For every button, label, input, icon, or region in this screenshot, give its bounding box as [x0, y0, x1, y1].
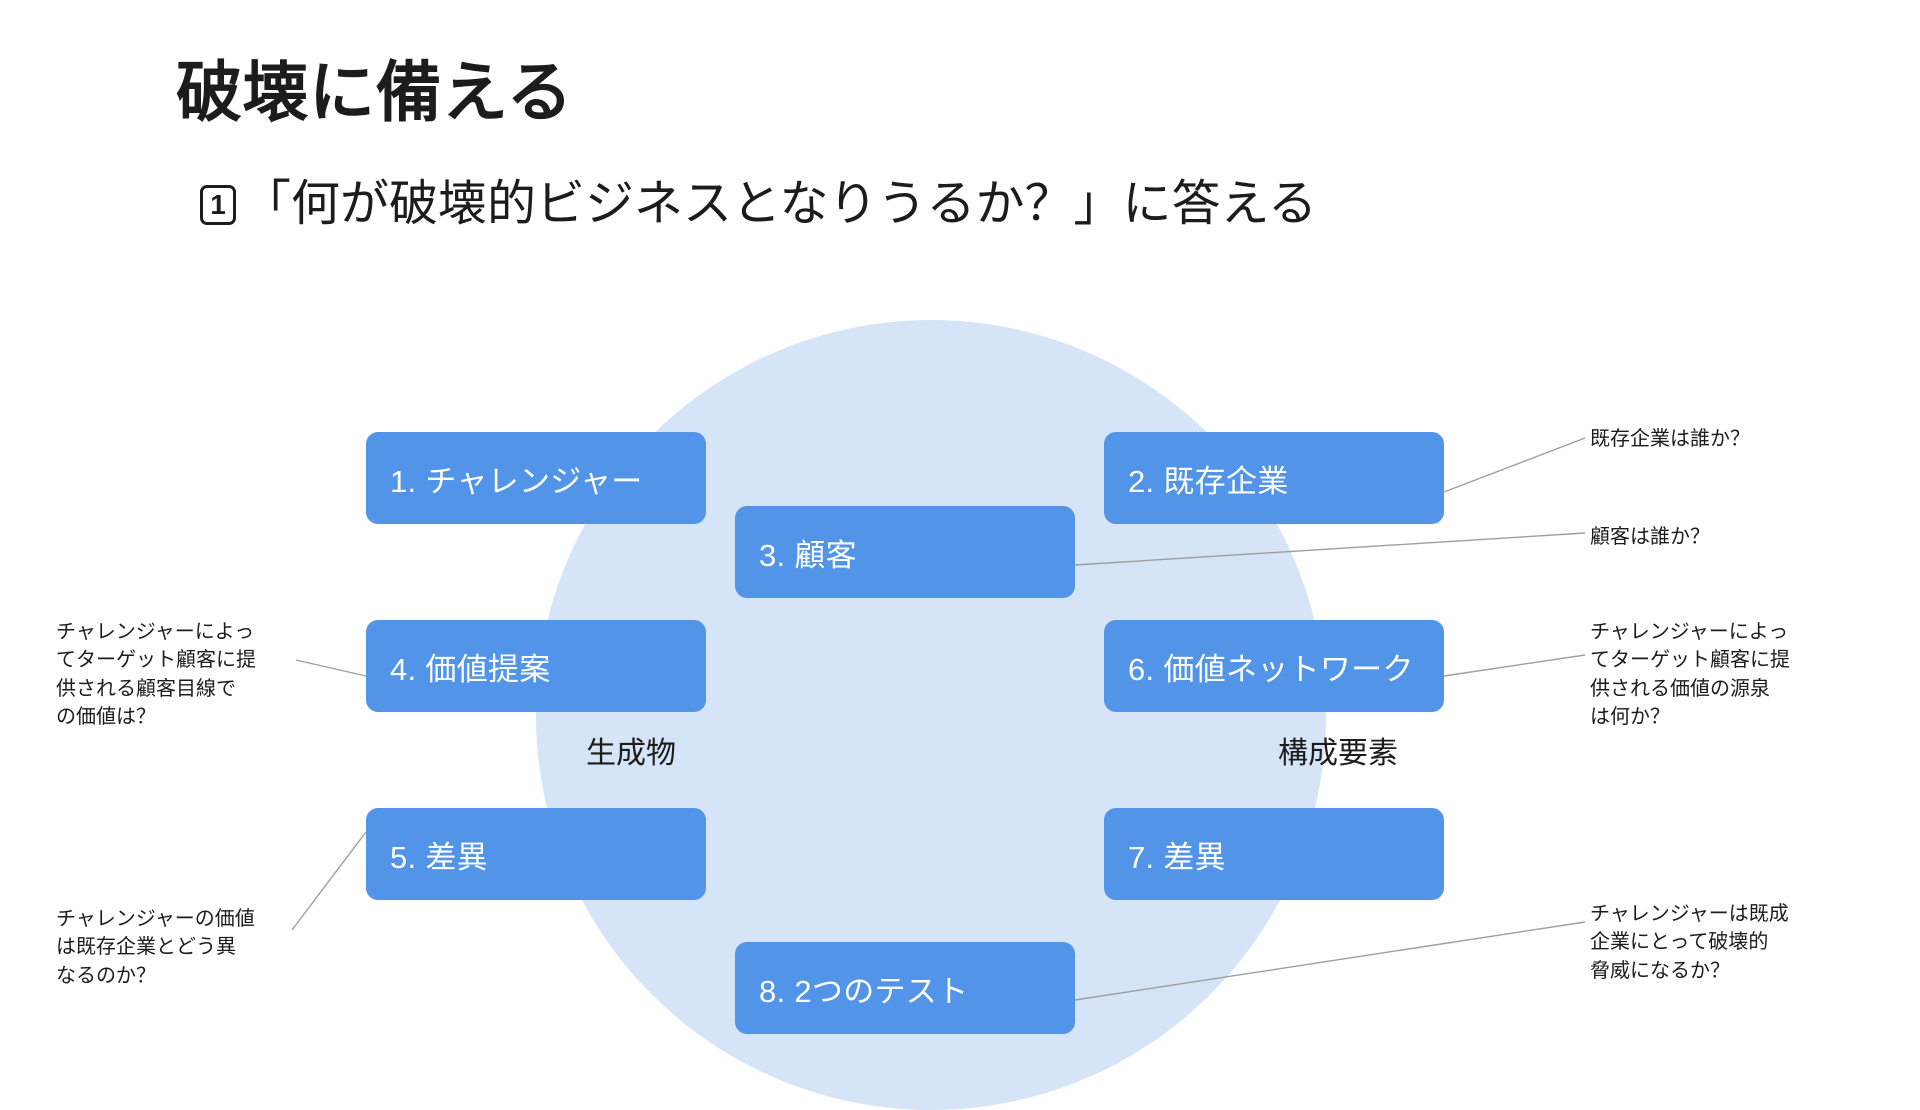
connector-difference: [291, 831, 367, 931]
node-box-difference-left[interactable]: 5. 差異: [366, 808, 706, 900]
node-box-challenger[interactable]: 1. チャレンジャー: [366, 432, 706, 524]
connector-incumbent: [1443, 437, 1586, 493]
node-box-incumbent[interactable]: 2. 既存企業: [1104, 432, 1444, 524]
page-title: 破壊に備える: [176, 55, 574, 129]
annotation-difference: チャレンジャーの価値 は既存企業とどう異 なるのか？: [56, 908, 255, 987]
connector-value-proposition: [295, 659, 367, 677]
connector-value-network: [1443, 654, 1586, 677]
subtitle-row: 1 「何が破壊的ビジネスとなりうるか？」に答える: [200, 177, 1318, 232]
node-box-two-tests[interactable]: 8. 2つのテスト: [735, 942, 1075, 1034]
annotation-threat: チャレンジャーは既成 企業にとって破壊的 脅威になるか？: [1590, 903, 1789, 982]
group-label-outputs: 生成物: [586, 737, 676, 770]
node-box-value-network[interactable]: 6. 価値ネットワーク: [1104, 620, 1444, 712]
annotation-incumbent: 既存企業は誰か？: [1590, 428, 1750, 450]
slide-canvas: 破壊に備える 1 「何が破壊的ビジネスとなりうるか？」に答える 1. チャレンジ…: [56, 55, 1790, 1110]
step-number-badge: 1: [200, 184, 236, 225]
annotation-value-network: チャレンジャーによっ てターゲット顧客に提 供される価値の源泉 は何か？: [1590, 621, 1790, 729]
node-box-difference-right[interactable]: 7. 差異: [1104, 808, 1444, 900]
annotation-value-proposition: チャレンジャーによっ てターゲット顧客に提 供される顧客目線で の価値は？: [56, 621, 256, 729]
annotation-customer: 顧客は誰か？: [1590, 526, 1710, 548]
page-subtitle: 「何が破壊的ビジネスとなりうるか？」に答える: [242, 177, 1318, 231]
node-box-value-proposition[interactable]: 4. 価値提案: [366, 620, 706, 712]
group-label-components: 構成要素: [1278, 737, 1398, 770]
node-box-customer[interactable]: 3. 顧客: [735, 506, 1075, 598]
